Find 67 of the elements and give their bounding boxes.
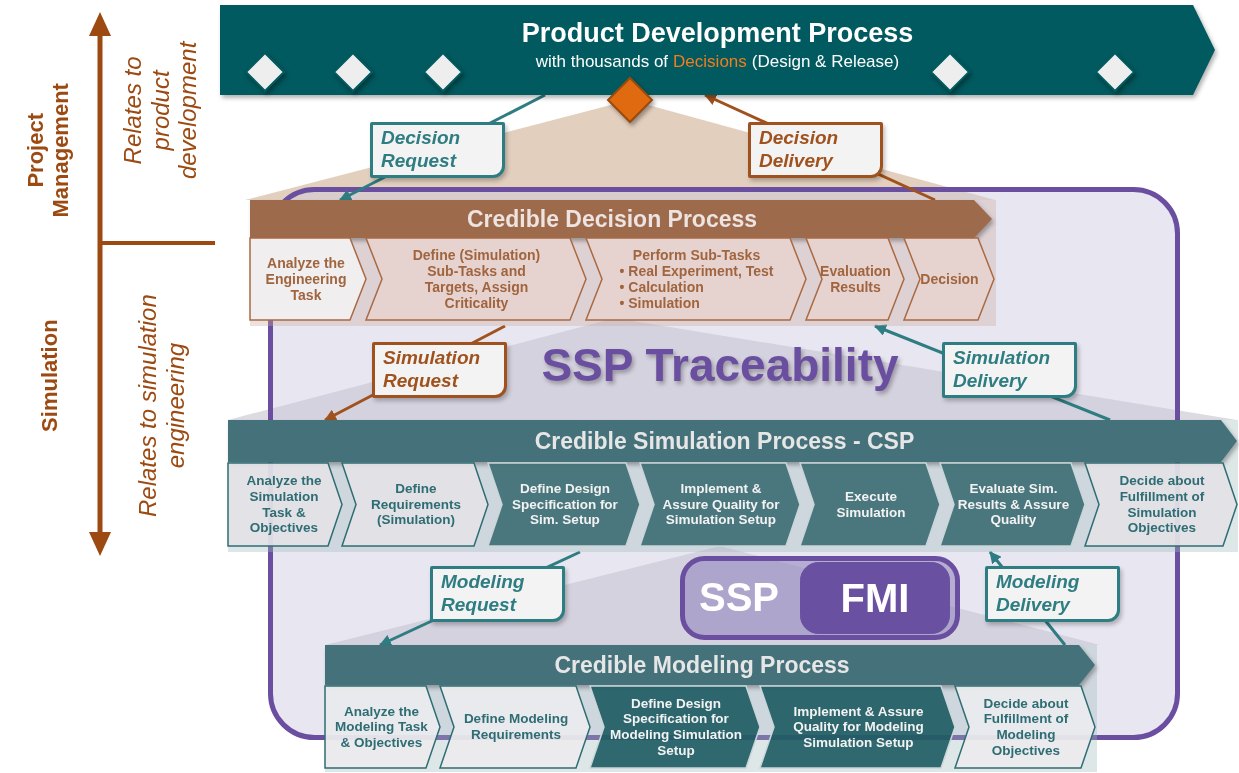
banner-title: Product Development Process (521, 18, 914, 50)
diamond-marker (1095, 52, 1135, 92)
process-band (228, 420, 1238, 552)
axis-label: Relates to simulation engineering (134, 292, 190, 519)
process-step (1085, 463, 1237, 546)
subtitle-text: with thousands of (535, 52, 669, 72)
step-label: Define Requirements (Simulation) (370, 481, 462, 528)
bullet-item: • Calculation (619, 279, 705, 296)
step-label: Implement & Assure Quality for Modeling Simulation Setup (792, 703, 925, 751)
diamond-marker (333, 52, 373, 92)
step-label: Analyze the Modeling Task & Objectives (334, 703, 429, 751)
process-step (488, 463, 640, 546)
step-label: Define (Simulation) Sub-Tasks and Targets, Assign Criticality (411, 246, 542, 312)
diamond-marker (423, 52, 463, 92)
step-label: Evaluation Results (819, 262, 892, 296)
step-label: Perform Sub-Tasks (632, 246, 761, 263)
process-step (640, 463, 800, 546)
ssp-label: SSP (697, 574, 780, 620)
note-label: Decision Request (370, 122, 505, 178)
process-step (342, 463, 488, 546)
process-step (800, 463, 940, 546)
fmi-box (800, 562, 950, 634)
step-label: Decide about Fulfillment of Simulation Objectives (1118, 473, 1206, 536)
step-label: Decision (920, 270, 979, 288)
note-label: Modeling Request (430, 566, 565, 622)
process-step (440, 686, 590, 768)
process-band (325, 645, 1097, 772)
step-label: Analyze the Engineering Task (264, 254, 348, 304)
process-step (250, 238, 366, 320)
header-title: Credible Simulation Process - CSP (533, 426, 916, 456)
diamond-marker (245, 52, 285, 92)
ssp-box (680, 556, 960, 640)
process-step (228, 463, 342, 546)
process-step (325, 686, 440, 768)
process-step (955, 686, 1095, 768)
bullet-item: • Real Experiment, Test (619, 262, 774, 279)
step-label: Analyze the Simulation Task & Objectives (245, 473, 323, 536)
axis-label: Relates to product development (118, 39, 202, 180)
note-label: Simulation Delivery (942, 342, 1077, 398)
note-label: Decision Delivery (748, 122, 883, 178)
process-step (940, 463, 1085, 546)
axis-label: Project Management (22, 81, 74, 220)
header-title: Credible Modeling Process (553, 650, 851, 680)
step-label: Define Modeling Requirements (462, 711, 570, 743)
process-step (366, 238, 586, 320)
fmi-label: FMI (839, 575, 911, 621)
subtitle-text: (Design & Release) (751, 52, 900, 72)
diamond-marker (607, 77, 653, 123)
process-banner (220, 5, 1215, 95)
note-label: Simulation Request (372, 342, 507, 398)
diamond-marker (930, 52, 970, 92)
frame-title: SSP Traceability (540, 339, 900, 392)
bullet-item: • Simulation (619, 295, 701, 312)
process-step (904, 238, 994, 320)
highlight-word: Decisions (673, 52, 747, 72)
header-title: Credible Decision Process (465, 204, 759, 234)
note-label: Modeling Delivery (985, 566, 1120, 622)
step-label: Decide about Fulfillment of Modeling Objectives (982, 695, 1070, 759)
step-label: Define Design Specification for Modeling Simulation Setup (609, 695, 743, 759)
step-label: Execute Simulation (835, 489, 907, 520)
step-label: Implement & Assure Quality for Simulation Setup (661, 481, 781, 528)
step-label: Define Design Specification for Sim. Setup (511, 481, 619, 528)
axis-label: Simulation (37, 317, 63, 434)
process-step (590, 686, 760, 768)
process-step (760, 686, 955, 768)
step-label: Evaluate Sim. Results & Assure Quality (956, 481, 1071, 528)
process-step (806, 238, 904, 320)
